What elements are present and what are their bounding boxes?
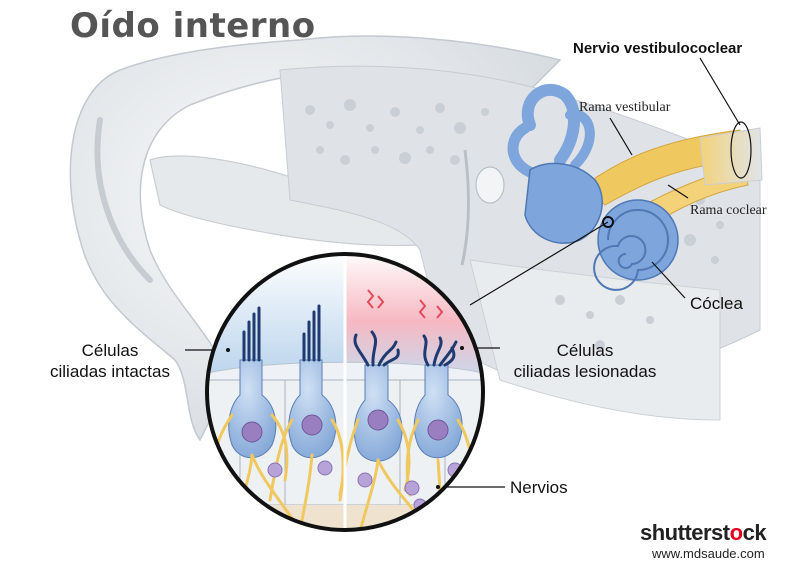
brand-part-a: shutterst: [640, 520, 730, 545]
brand-part-b: o: [729, 520, 743, 545]
lower-bone: [469, 259, 721, 421]
watermark-brand: shutterstock: [640, 520, 767, 546]
hair-cell-2: [288, 359, 337, 459]
magnifier-frame: [205, 252, 485, 532]
marker-damaged: [460, 346, 464, 350]
label-damaged-hair-cells: Células ciliadas lesionadas: [500, 340, 670, 382]
leader-vestibular: [609, 117, 633, 156]
semicircular-canal-superior: [521, 83, 581, 166]
watermark-site: www.mdsaude.com: [652, 546, 765, 561]
label-damaged-line2: ciliadas lesionadas: [513, 362, 657, 381]
ear-anatomy-background: [69, 35, 761, 442]
ear-inner-fold: [94, 117, 153, 283]
label-nerve: Nervio vestibulococlear: [573, 40, 743, 57]
label-damaged-line1: Células: [556, 341, 614, 360]
ossicle: [475, 166, 505, 204]
leader-cochlea: [651, 261, 686, 299]
intact-stereocilia: [242, 304, 321, 362]
marker-nerves: [436, 485, 440, 489]
semicircular-canal-lateral: [565, 109, 595, 170]
magnified-view: [205, 252, 485, 532]
label-cochlea: Cóclea: [690, 294, 743, 313]
label-intact-line2: ciliadas intactas: [49, 362, 170, 381]
outer-ear-shape: [69, 35, 562, 442]
leader-dot-cochlea: [602, 216, 614, 228]
ear-drum: [460, 149, 470, 266]
brand-part-c: ck: [742, 520, 767, 545]
hair-cell-4: [413, 364, 463, 459]
marker-intact: [226, 348, 230, 352]
label-cochlear-branch: Rama coclear: [690, 203, 767, 218]
vestibule: [524, 162, 603, 244]
damage-sparks: [366, 289, 444, 319]
damaged-hair-cells: [353, 289, 463, 462]
label-intact-hair-cells: Células ciliadas intactas: [40, 340, 180, 382]
fluid-left: [207, 254, 345, 380]
bone-texture: [305, 99, 724, 350]
nerve-cross-section: [730, 121, 752, 179]
leader-cochlear: [667, 184, 689, 199]
label-nerves: Nervios: [510, 478, 568, 497]
damaged-stereocilia: [353, 330, 458, 367]
leader-magnifier: [469, 221, 609, 306]
label-intact-line1: Células: [81, 341, 139, 360]
label-vestibular-branch: Rama vestibular: [579, 100, 671, 115]
cochlea-shape: [597, 199, 679, 281]
cochlea-spiral: [593, 209, 669, 291]
intact-hair-cells: [228, 304, 337, 459]
page-title: Oído interno: [70, 6, 316, 46]
leader-nerve: [699, 57, 741, 126]
